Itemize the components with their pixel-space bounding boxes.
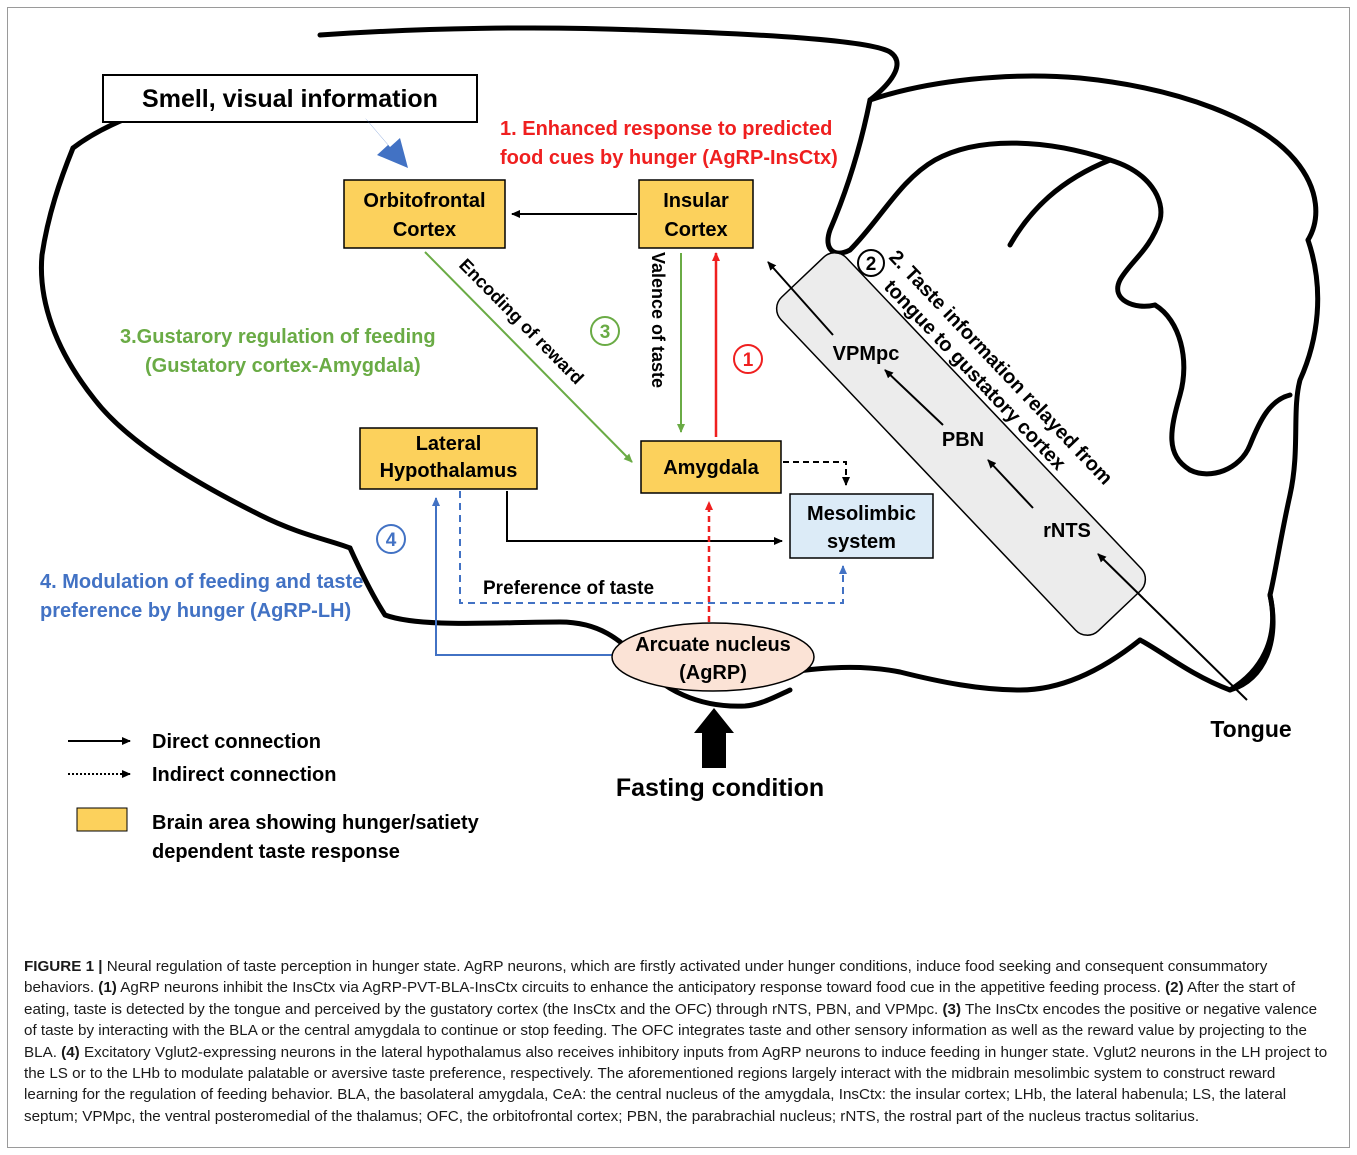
marker-4-number: 4 — [386, 530, 397, 551]
caption-part-1: AgRP neurons inhibit the InsCtx via AgRP… — [116, 979, 1166, 997]
lateral-hypothalamus-box — [359, 427, 538, 490]
mesolimbic-label-line-2: system — [827, 531, 896, 553]
pbn-label: PBN — [942, 429, 984, 451]
fasting-arrow — [694, 708, 734, 768]
legend-area-swatch — [76, 807, 128, 832]
brain-outline — [38, 25, 1321, 709]
marker-3-circle — [590, 316, 620, 346]
arcuate-nucleus-ellipse — [611, 622, 815, 692]
legend: Direct connection Indirect connection Br… — [68, 731, 480, 863]
caption-part-1-tag: (1) — [98, 979, 117, 997]
marker-2-number: 2 — [866, 254, 877, 275]
figure-frame — [7, 7, 1350, 1148]
smell-input-arrow — [365, 118, 408, 168]
marker-4-circle — [376, 524, 406, 554]
caption-intro: Neural regulation of taste perception in… — [24, 958, 1268, 997]
marker-1-number: 1 — [743, 350, 754, 371]
legend-indirect-label: Indirect connection — [152, 764, 336, 786]
arcuate-label-line-1: Arcuate nucleus — [635, 634, 791, 656]
pbn-to-vpmpc-arrow — [884, 369, 944, 426]
ofc-label-line-1: Orbitofrontal — [363, 190, 485, 212]
figure-diagram: Smell, visual information 1. Enhanced re… — [38, 25, 1321, 863]
marker-3-number: 3 — [600, 322, 611, 343]
caption-part-4-tag: (4) — [61, 1043, 80, 1061]
amygdala-to-mesolimbic-arrow — [783, 461, 850, 486]
insular-label-line-1: Insular — [663, 190, 729, 212]
legend-direct-label: Direct connection — [152, 731, 321, 753]
lh-label-line-1: Lateral — [416, 433, 482, 455]
rnts-label: rNTS — [1043, 520, 1091, 542]
amygdala-box — [640, 440, 782, 494]
figure-caption: FIGURE 1 | Neural regulation of taste pe… — [24, 956, 1330, 1127]
tongue-to-rnts-arrow — [1097, 553, 1248, 701]
lh-to-mesolimbic-arrow — [506, 491, 783, 545]
insular-label-line-2: Cortex — [664, 219, 727, 241]
preference-of-taste-path — [459, 491, 847, 604]
caption-part-3-tag: (3) — [942, 1000, 962, 1018]
note-3-line-2: (Gustatory cortex-Amygdala) — [145, 355, 421, 377]
rnts-to-pbn-arrow — [987, 459, 1034, 509]
lh-label-line-2: Hypothalamus — [380, 460, 518, 482]
taste-relay-pathway — [775, 252, 1147, 636]
caption-label: FIGURE 1 | — [24, 958, 103, 975]
caption-part-2: After the start of eating, taste is dete… — [24, 979, 1296, 1018]
preference-of-taste-label: Preference of taste — [483, 578, 654, 599]
mesolimbic-label-line-1: Mesolimbic — [807, 503, 916, 525]
legend-area-line-1: Brain area showing hunger/satiety — [152, 812, 480, 834]
smell-visual-box — [102, 74, 478, 123]
tongue-label: Tongue — [1210, 716, 1291, 742]
mesolimbic-system-box — [789, 493, 934, 559]
amygdala-label: Amygdala — [663, 457, 759, 479]
caption-part-2-tag: (2) — [1165, 979, 1184, 997]
ofc-label-line-2: Cortex — [393, 219, 456, 241]
insular-cortex-box — [638, 179, 754, 249]
legend-area-line-2: dependent taste response — [152, 841, 400, 863]
note-4-line-1: 4. Modulation of feeding and taste — [40, 571, 363, 593]
marker-2-circle — [857, 249, 885, 277]
arcuate-to-lh-arrow — [432, 497, 612, 656]
note-1-line-2: food cues by hunger (AgRP-InsCtx) — [500, 147, 838, 169]
ofc-to-amygdala-arrow — [424, 251, 633, 463]
marker-1-circle — [733, 344, 763, 374]
vpmpc-label: VPMpc — [833, 343, 900, 365]
encoding-of-reward-label: Encoding of reward — [455, 255, 587, 388]
orbitofrontal-cortex-box — [343, 179, 506, 249]
note-1-line-1: 1. Enhanced response to predicted — [500, 118, 832, 140]
note-3-line-1: 3.Gustarory regulation of feeding — [120, 326, 436, 348]
caption-part-4: Excitatory Vglut2-expressing neurons in … — [24, 1043, 1328, 1125]
note-4-line-2: preference by hunger (AgRP-LH) — [40, 600, 351, 622]
caption-part-3: The InsCtx encodes the positive or negat… — [24, 1000, 1318, 1061]
arcuate-label-line-2: (AgRP) — [679, 662, 747, 684]
valence-of-taste-label: Valence of taste — [648, 252, 668, 388]
vpmpc-to-insular-arrow — [767, 261, 834, 336]
fasting-condition-label: Fasting condition — [616, 774, 824, 802]
smell-visual-label: Smell, visual information — [142, 85, 438, 113]
